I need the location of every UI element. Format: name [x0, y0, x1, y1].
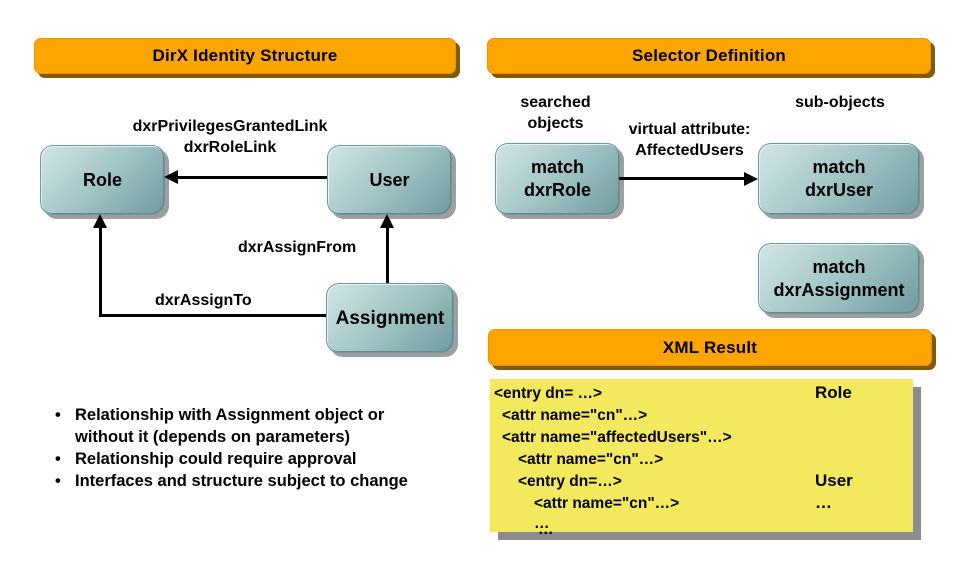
assignment-node-label: Assignment [335, 307, 445, 329]
left-panel-title: DirX Identity Structure [152, 46, 338, 65]
granted-link-label: dxrPrivilegesGrantedLink dxrRoleLink [132, 118, 328, 156]
xml-line: <attr name="cn"…> [518, 451, 664, 468]
assignment-to-role-hline [99, 314, 326, 317]
list-item: • Relationship with Assignment object or… [55, 404, 480, 448]
role-to-user-selector-line [619, 177, 745, 180]
xml-line: <attr name="cn"…> [534, 495, 680, 512]
xml-line: … [534, 515, 550, 532]
xml-result-box: <entry dn= …> Role <attr name="cn"…> <at… [490, 379, 913, 532]
xml-line: <entry dn=…> [518, 473, 622, 490]
assignment-to-role-arrowhead-icon [93, 214, 107, 228]
xml-annotation: User [815, 471, 853, 490]
user-node-label: User [369, 169, 410, 190]
match-dxruser-label: match dxrUser [804, 157, 874, 200]
assignment-to-user-vline [386, 226, 389, 283]
virtual-attribute-label: virtual attribute: AffectedUsers [628, 121, 751, 159]
left-panel-title-banner: DirX Identity Structure [34, 38, 456, 74]
bullet-icon: • [55, 406, 61, 424]
xml-line: <attr name="cn"…> [502, 407, 648, 424]
match-dxruser-node: match dxrUser [758, 143, 920, 215]
right-panel-title: Selector Definition [632, 46, 786, 65]
xml-line: <entry dn= …> [494, 385, 603, 402]
assign-to-label: dxrAssignTo [155, 292, 252, 309]
match-dxrassignment-node: match dxrAssignment [758, 243, 920, 314]
bullet-text: Interfaces and structure subject to chan… [75, 472, 408, 490]
user-to-role-arrowhead-icon [164, 170, 178, 184]
list-item: • Relationship could require approval [55, 448, 480, 470]
xml-overflow-ellipsis: … [538, 521, 554, 538]
role-node: Role [40, 145, 165, 215]
bullet-text: Relationship with Assignment object or w… [75, 406, 385, 446]
list-item: • Interfaces and structure subject to ch… [55, 470, 480, 492]
xml-line: <attr name="affectedUsers"…> [502, 429, 732, 446]
right-panel-title-banner: Selector Definition [487, 38, 931, 74]
assignment-to-user-arrowhead-icon [380, 214, 394, 228]
role-to-user-selector-arrowhead-icon [744, 172, 758, 186]
sub-objects-label: sub-objects [795, 94, 885, 111]
xml-annotation: … [815, 493, 832, 512]
role-node-label: Role [82, 169, 122, 190]
assignment-node: Assignment [326, 283, 454, 353]
bullet-text: Relationship could require approval [75, 450, 357, 468]
user-to-role-line [176, 176, 327, 179]
bullet-icon: • [55, 472, 61, 490]
assign-from-label: dxrAssignFrom [238, 239, 357, 256]
match-dxrassignment-label: match dxrAssignment [773, 256, 905, 300]
xml-result-title-banner: XML Result [488, 329, 932, 366]
searched-objects-label: searched objects [520, 94, 591, 132]
match-dxrrole-label: match dxrRole [523, 157, 592, 200]
bullet-icon: • [55, 450, 61, 468]
xml-annotation: Role [815, 383, 852, 402]
assignment-to-role-vline [99, 226, 102, 316]
notes-bullet-list: • Relationship with Assignment object or… [55, 404, 480, 492]
match-dxrrole-node: match dxrRole [495, 143, 620, 215]
user-node: User [327, 145, 452, 215]
xml-result-title: XML Result [662, 337, 758, 357]
